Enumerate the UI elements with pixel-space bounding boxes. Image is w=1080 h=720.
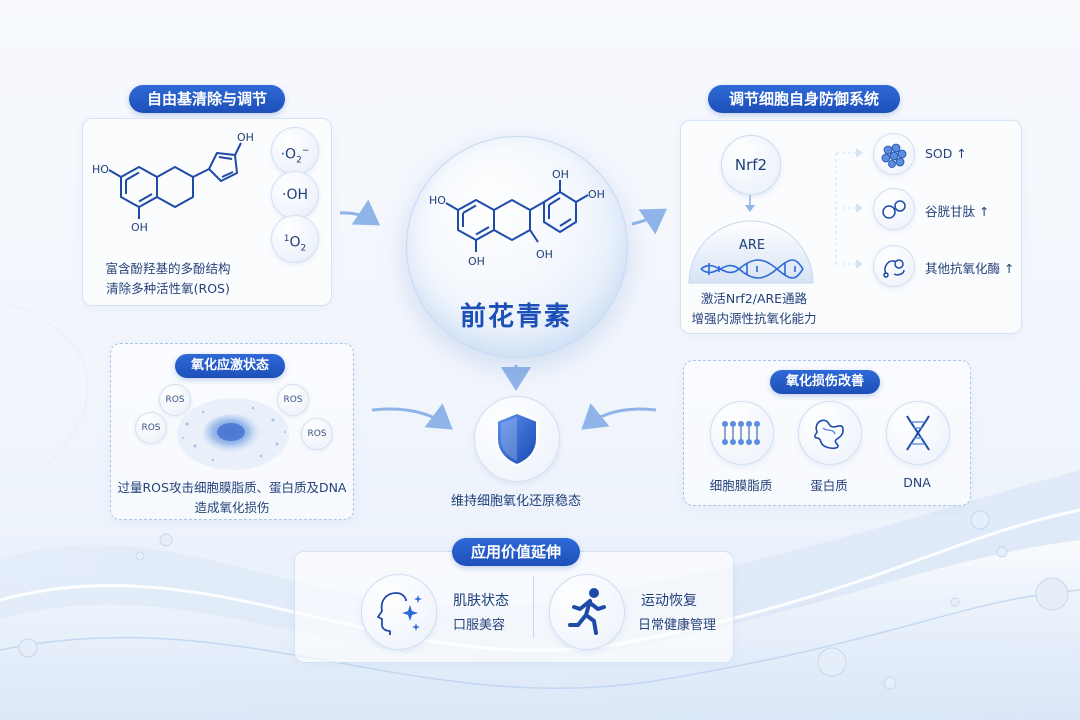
nrf2-node: Nrf2 — [721, 135, 781, 195]
defense-title: 调节细胞自身防御系统 — [708, 85, 900, 113]
defense-panel: Nrf2 ARE 激活Nrf2/ARE通路 增强内源性抗氧化能力 — [680, 120, 1022, 334]
flavan-molecule-small: HO OH OH — [92, 131, 254, 234]
ros-bubble: ROS — [301, 418, 333, 450]
runner-icon — [549, 574, 625, 650]
defense-caption-1: 激活Nrf2/ARE通路 — [700, 291, 808, 306]
protein-icon — [798, 401, 862, 465]
protein-label: 蛋白质 — [810, 478, 848, 493]
ros-bubble: ROS — [159, 384, 191, 416]
ho-label: HO — [92, 163, 109, 176]
application-divider — [533, 576, 534, 638]
other-enzymes-label: 其他抗氧化酶 ↑ — [925, 261, 1015, 276]
shield-node — [474, 396, 560, 482]
ros-bubble: ROS — [135, 412, 167, 444]
free-radical-title: 自由基清除与调节 — [129, 85, 285, 113]
exercise-recovery-label: 运动恢复 — [641, 593, 697, 609]
stress-caption-2: 造成氧化损伤 — [194, 500, 270, 515]
application-panel: 肌肤状态 口服美容 运动恢复 日常健康管理 — [294, 551, 734, 663]
center-title: 前花青素 — [459, 302, 572, 332]
oh-label: OH — [468, 255, 485, 268]
shield-icon — [496, 411, 538, 467]
dna-label: DNA — [903, 475, 931, 490]
stress-title: 氧化应激状态 — [175, 354, 285, 378]
defense-caption-2: 增强内源性抗氧化能力 — [691, 311, 817, 326]
droplets — [18, 510, 1069, 690]
cell-membrane-icon — [710, 401, 774, 465]
homeostasis-label: 维持细胞氧化还原稳态 — [450, 494, 581, 509]
sod-label: SOD ↑ — [925, 146, 967, 161]
are-label: ARE — [738, 238, 766, 253]
stress-caption-1: 过量ROS攻击细胞膜脂质、蛋白质及DNA — [117, 480, 347, 495]
oh-label: OH — [536, 248, 553, 261]
hydroxyl-chip: ·OH — [271, 171, 319, 219]
cell-under-attack-icon — [177, 398, 289, 470]
proanthocyanidin-molecule: HO OH OH OH OH — [429, 168, 605, 268]
damage-title: 氧化损伤改善 — [770, 370, 880, 394]
face-sparkle-icon — [361, 574, 437, 650]
oral-beauty-label: 口服美容 — [453, 618, 506, 633]
health-management-label: 日常健康管理 — [637, 618, 716, 633]
molecule-cluster-icon — [873, 133, 915, 175]
molecule-ring-icon — [873, 188, 915, 230]
damage-panel: 细胞膜脂质 蛋白质 DNA — [683, 360, 971, 506]
singlet-oxygen-chip: 1O2 — [271, 215, 319, 263]
center-sphere — [406, 136, 628, 358]
oh-label: OH — [588, 188, 605, 201]
oh-label: OH — [237, 131, 254, 144]
glutathione-label: 谷胱甘肽 ↑ — [925, 204, 990, 219]
are-dome — [688, 220, 814, 284]
dna-icon — [886, 401, 950, 465]
skin-state-label: 肌肤状态 — [453, 593, 509, 609]
free-radical-panel: HO OH OH ·O2− ·OH 1O2 富含酚羟基的多酚结构 清除多种活性氧… — [82, 118, 332, 306]
dna-helix-icon — [700, 259, 804, 279]
enzyme-icon — [873, 245, 915, 287]
ho-label: HO — [429, 194, 446, 207]
oh-label: OH — [131, 221, 148, 234]
free-radical-caption-1: 富含酚羟基的多酚结构 — [105, 261, 231, 276]
application-title: 应用价值延伸 — [452, 538, 580, 566]
free-radical-caption-2: 清除多种活性氧(ROS) — [106, 281, 230, 296]
oh-label: OH — [552, 168, 569, 181]
ros-bubble: ROS — [277, 384, 309, 416]
nrf2-down-arrow — [745, 195, 755, 212]
membrane-label: 细胞膜脂质 — [709, 478, 773, 493]
